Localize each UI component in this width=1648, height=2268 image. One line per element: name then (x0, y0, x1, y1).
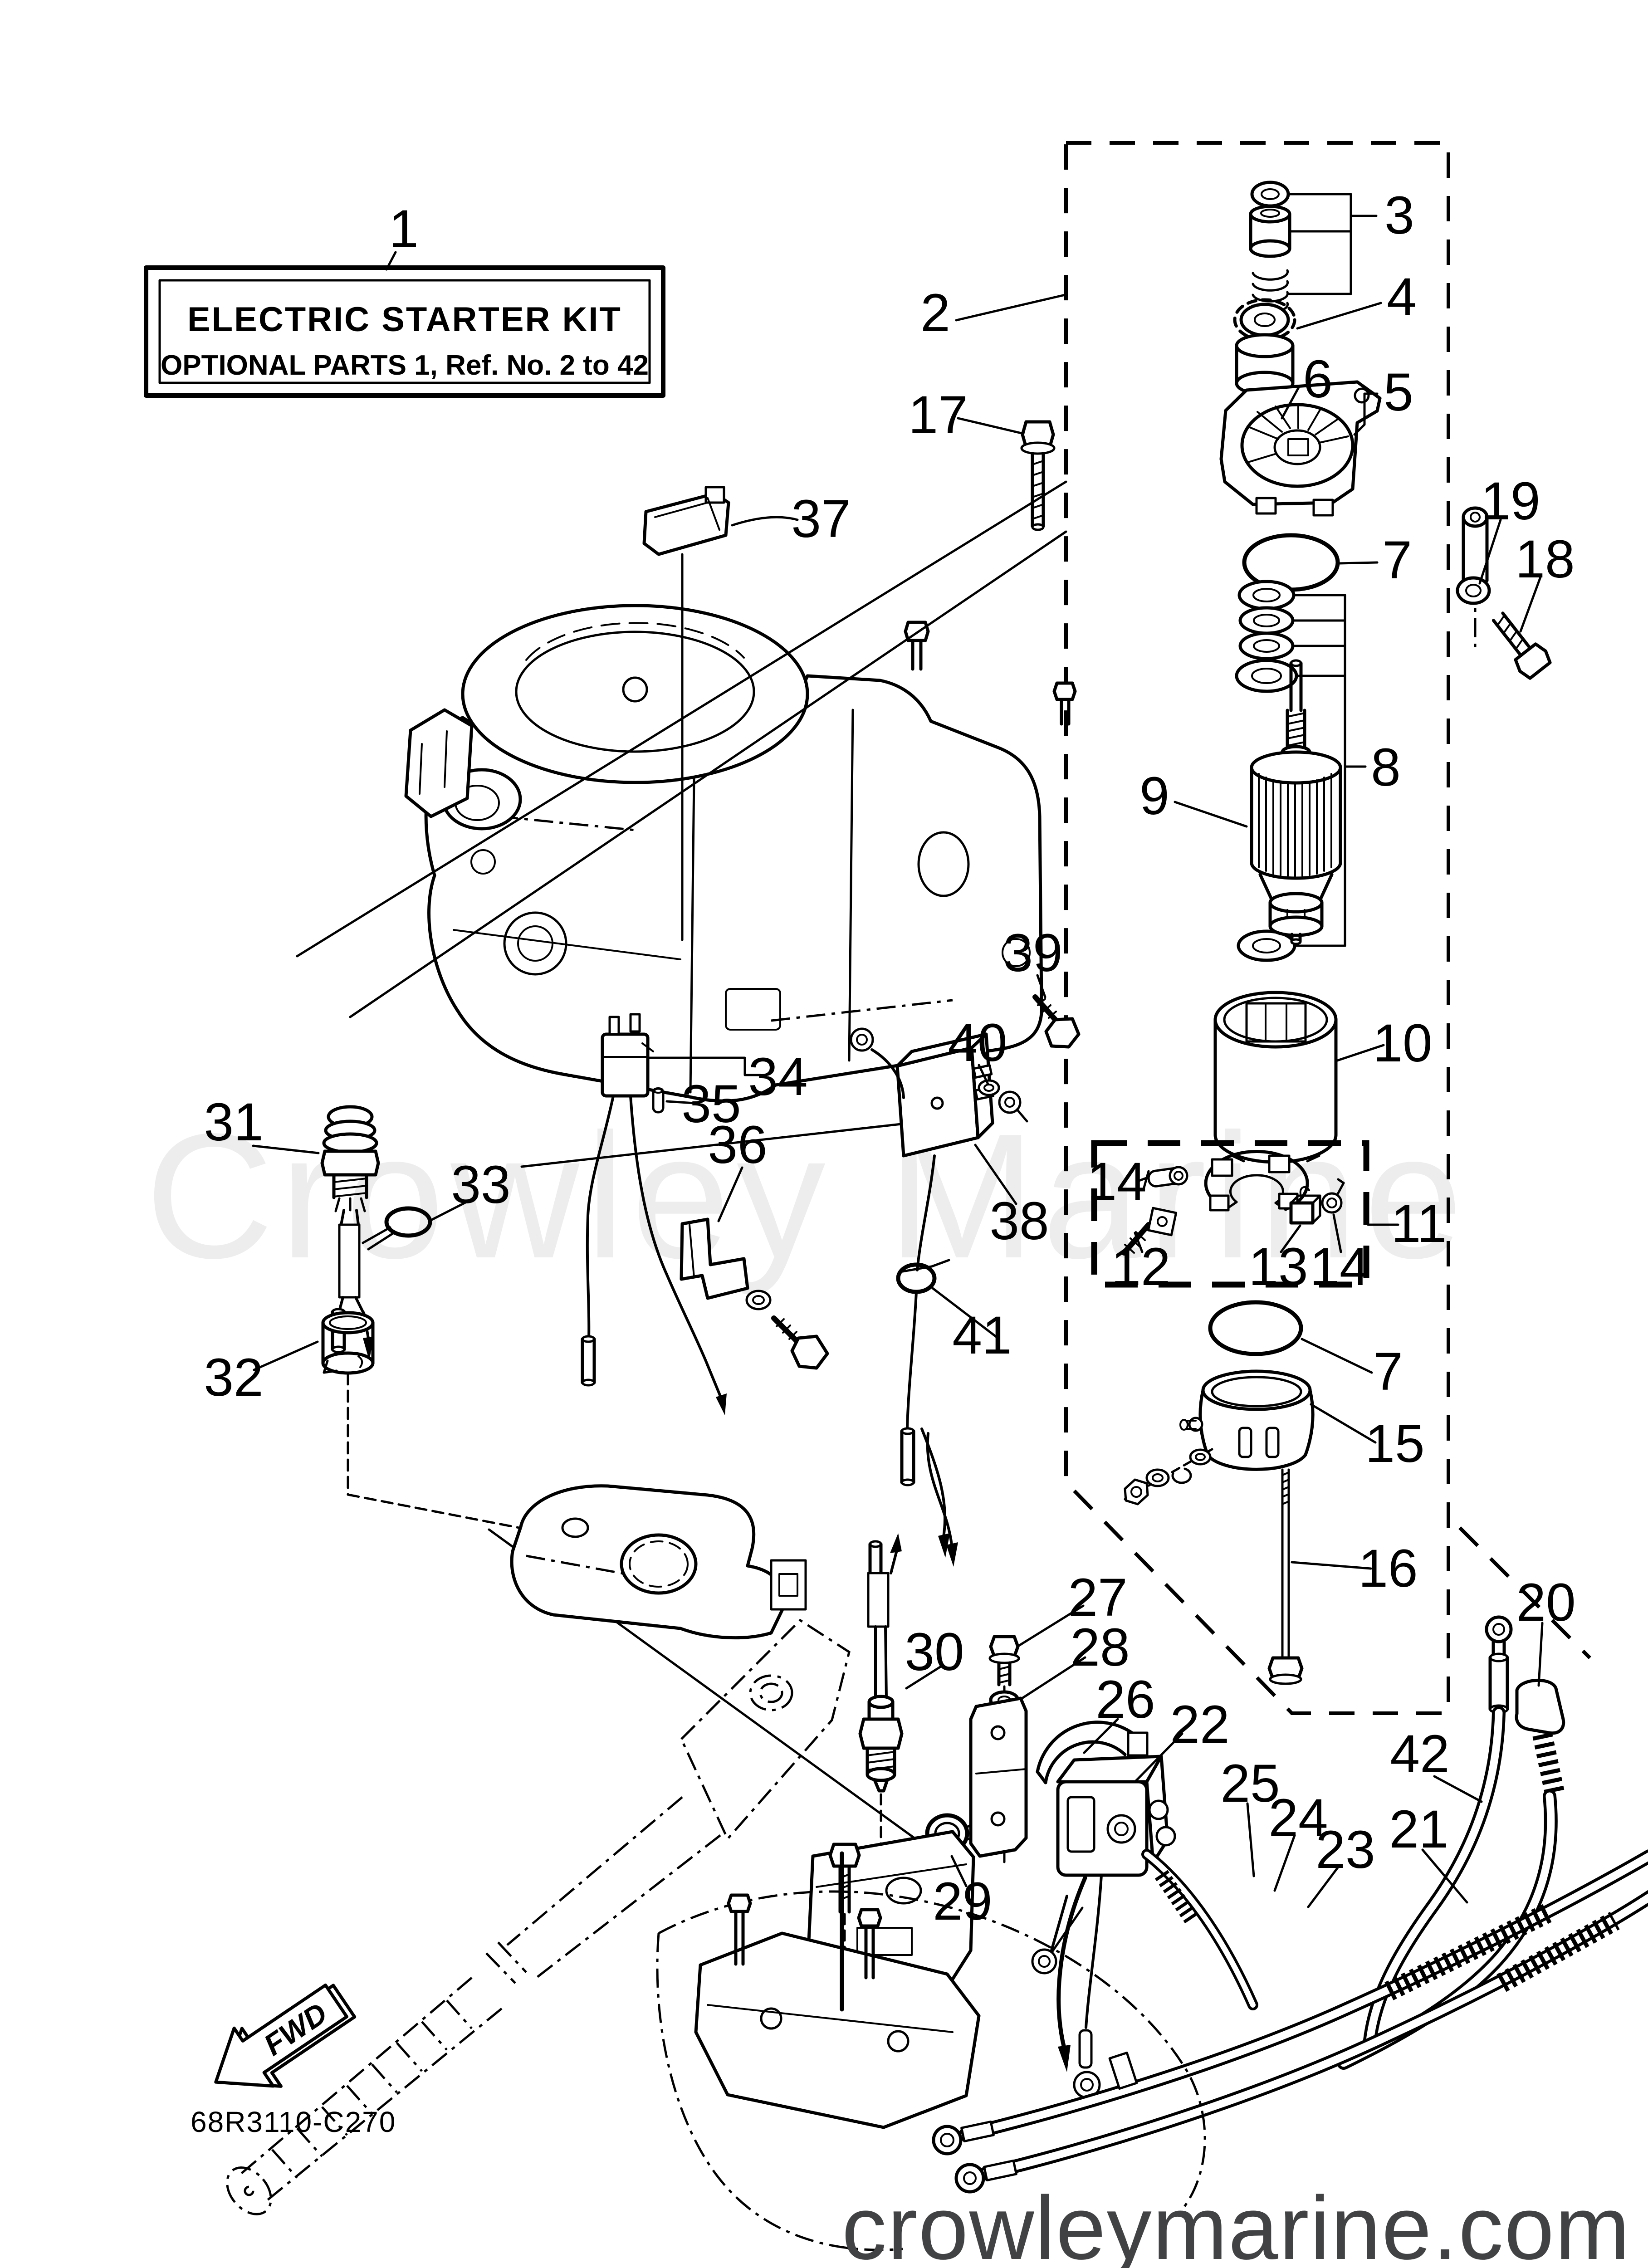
part-label-42: 42 (1390, 1724, 1449, 1784)
part-41-clamp (896, 1259, 950, 1294)
part-label-32: 32 (204, 1348, 263, 1408)
part-15-end-cap (1179, 1369, 1315, 1471)
fwd-arrow: FWD (214, 1983, 357, 2088)
part-13-brush-holder (1204, 1150, 1309, 1212)
part-label-38: 38 (989, 1191, 1049, 1251)
part-label-21: 21 (1389, 1799, 1448, 1859)
steering-mount (510, 1484, 807, 1640)
part-label-6: 6 (1303, 349, 1333, 409)
part-label-15: 15 (1365, 1414, 1424, 1474)
part-label-12: 12 (1111, 1237, 1170, 1297)
part-label-31: 31 (204, 1092, 263, 1152)
diagram-code: 68R3110-C270 (191, 2106, 396, 2138)
part-8-washer-set (1235, 580, 1367, 962)
part-14-terminal-left (1143, 1166, 1188, 1189)
part-label-3: 3 (1384, 186, 1414, 245)
part-label-2: 2 (920, 283, 950, 343)
part-9-armature (1250, 659, 1342, 945)
title-box: ELECTRIC STARTER KIT OPTIONAL PARTS 1, R… (144, 251, 665, 398)
part-35-pin (652, 1087, 665, 1114)
part-label-18: 18 (1515, 529, 1575, 589)
part-label-25: 25 (1220, 1754, 1280, 1813)
part-label-16: 16 (1358, 1539, 1418, 1598)
part-label-4: 4 (1387, 267, 1417, 327)
part-22-starter-relay (1031, 1755, 1258, 2099)
part-label-22: 22 (1170, 1695, 1229, 1755)
locator-line-upper (296, 480, 1067, 958)
part-14-terminal-right (1321, 1178, 1345, 1214)
part-30-neutral-switch (858, 1533, 904, 1883)
part-10-yoke (1213, 991, 1338, 1164)
part-15-nut-washer-set (1124, 1448, 1213, 1505)
part-label-10: 10 (1373, 1013, 1432, 1073)
part-label-28: 28 (1070, 1618, 1130, 1677)
brush-set-dashed-box (1091, 1140, 1369, 1288)
part-label-27: 27 (1068, 1568, 1127, 1628)
part-32-cap (321, 1311, 577, 1540)
tiller-handle (226, 1618, 851, 2215)
part-label-41: 41 (952, 1305, 1012, 1365)
locator-line-rectifier (520, 1119, 935, 1168)
part-label-7b: 7 (1373, 1342, 1403, 1402)
part-36-holder (680, 1217, 829, 1370)
title-line2: OPTIONAL PARTS 1, Ref. No. 2 to 42 (161, 350, 649, 381)
part-label-24: 24 (1268, 1788, 1328, 1848)
part-label-39: 39 (1003, 923, 1062, 983)
starter-kit-dashed-box (1064, 141, 1450, 1715)
part-label-14b: 14 (1310, 1237, 1369, 1297)
dashed-pointer-to-cables (1458, 1526, 1591, 1659)
part-18-bolt (1492, 611, 1552, 680)
website-text: crowleymarine.com (842, 2178, 1631, 2268)
bottom-cowling (656, 1851, 1206, 2251)
part-label-14: 14 (1087, 1152, 1146, 1212)
battery-cables (932, 1615, 1648, 2194)
part-label-7: 7 (1382, 530, 1412, 590)
part-labels: 1 2 3 4 5 6 7 8 9 10 11 12 13 14 14 15 1… (204, 186, 1575, 1931)
part-34-connector (581, 1013, 727, 1415)
part-16-through-bolt (1267, 1468, 1304, 1685)
part-19-cable-and-washer (1456, 506, 1491, 649)
part-27-bolt (988, 1635, 1020, 1863)
part-label-20: 20 (1516, 1573, 1575, 1633)
part-label-1: 1 (389, 199, 419, 259)
title-line1: ELECTRIC STARTER KIT (187, 300, 622, 339)
part-label-40: 40 (948, 1013, 1007, 1073)
part-label-33: 33 (451, 1155, 510, 1215)
part-label-36: 36 (708, 1115, 767, 1175)
part-label-37: 37 (791, 489, 851, 549)
part-13-brush (1289, 1186, 1321, 1225)
part-label-8: 8 (1371, 738, 1401, 797)
part-label-13: 13 (1248, 1237, 1308, 1297)
part-5-starter-bracket (1219, 380, 1382, 517)
part-31-starter-button (320, 1105, 380, 1361)
part-label-34: 34 (748, 1047, 807, 1107)
part-label-30: 30 (905, 1622, 964, 1682)
part-label-5: 5 (1384, 362, 1413, 422)
part-label-11: 11 (1391, 1194, 1447, 1254)
part-39-bolt (1032, 994, 1081, 1049)
part-33-clamp (362, 1206, 432, 1251)
part-37-stopper (642, 486, 730, 941)
solenoid-bracket (969, 1696, 1028, 1858)
part-label-23: 23 (1315, 1820, 1375, 1880)
locator-line-lower (349, 530, 1067, 1018)
part-17-mount-bolt (1020, 420, 1056, 531)
leader-lines (252, 293, 1544, 1953)
part-label-26: 26 (1095, 1670, 1155, 1730)
part-label-35: 35 (681, 1074, 741, 1134)
part-7-oring-lower (1208, 1300, 1303, 1356)
part-label-17: 17 (908, 385, 968, 445)
part-label-19: 19 (1481, 471, 1540, 531)
part-3-stopper-set (1249, 181, 1378, 313)
part-26-clamp (1036, 1721, 1149, 1784)
part-label-9: 9 (1139, 766, 1169, 826)
part-label-29: 29 (933, 1872, 992, 1931)
